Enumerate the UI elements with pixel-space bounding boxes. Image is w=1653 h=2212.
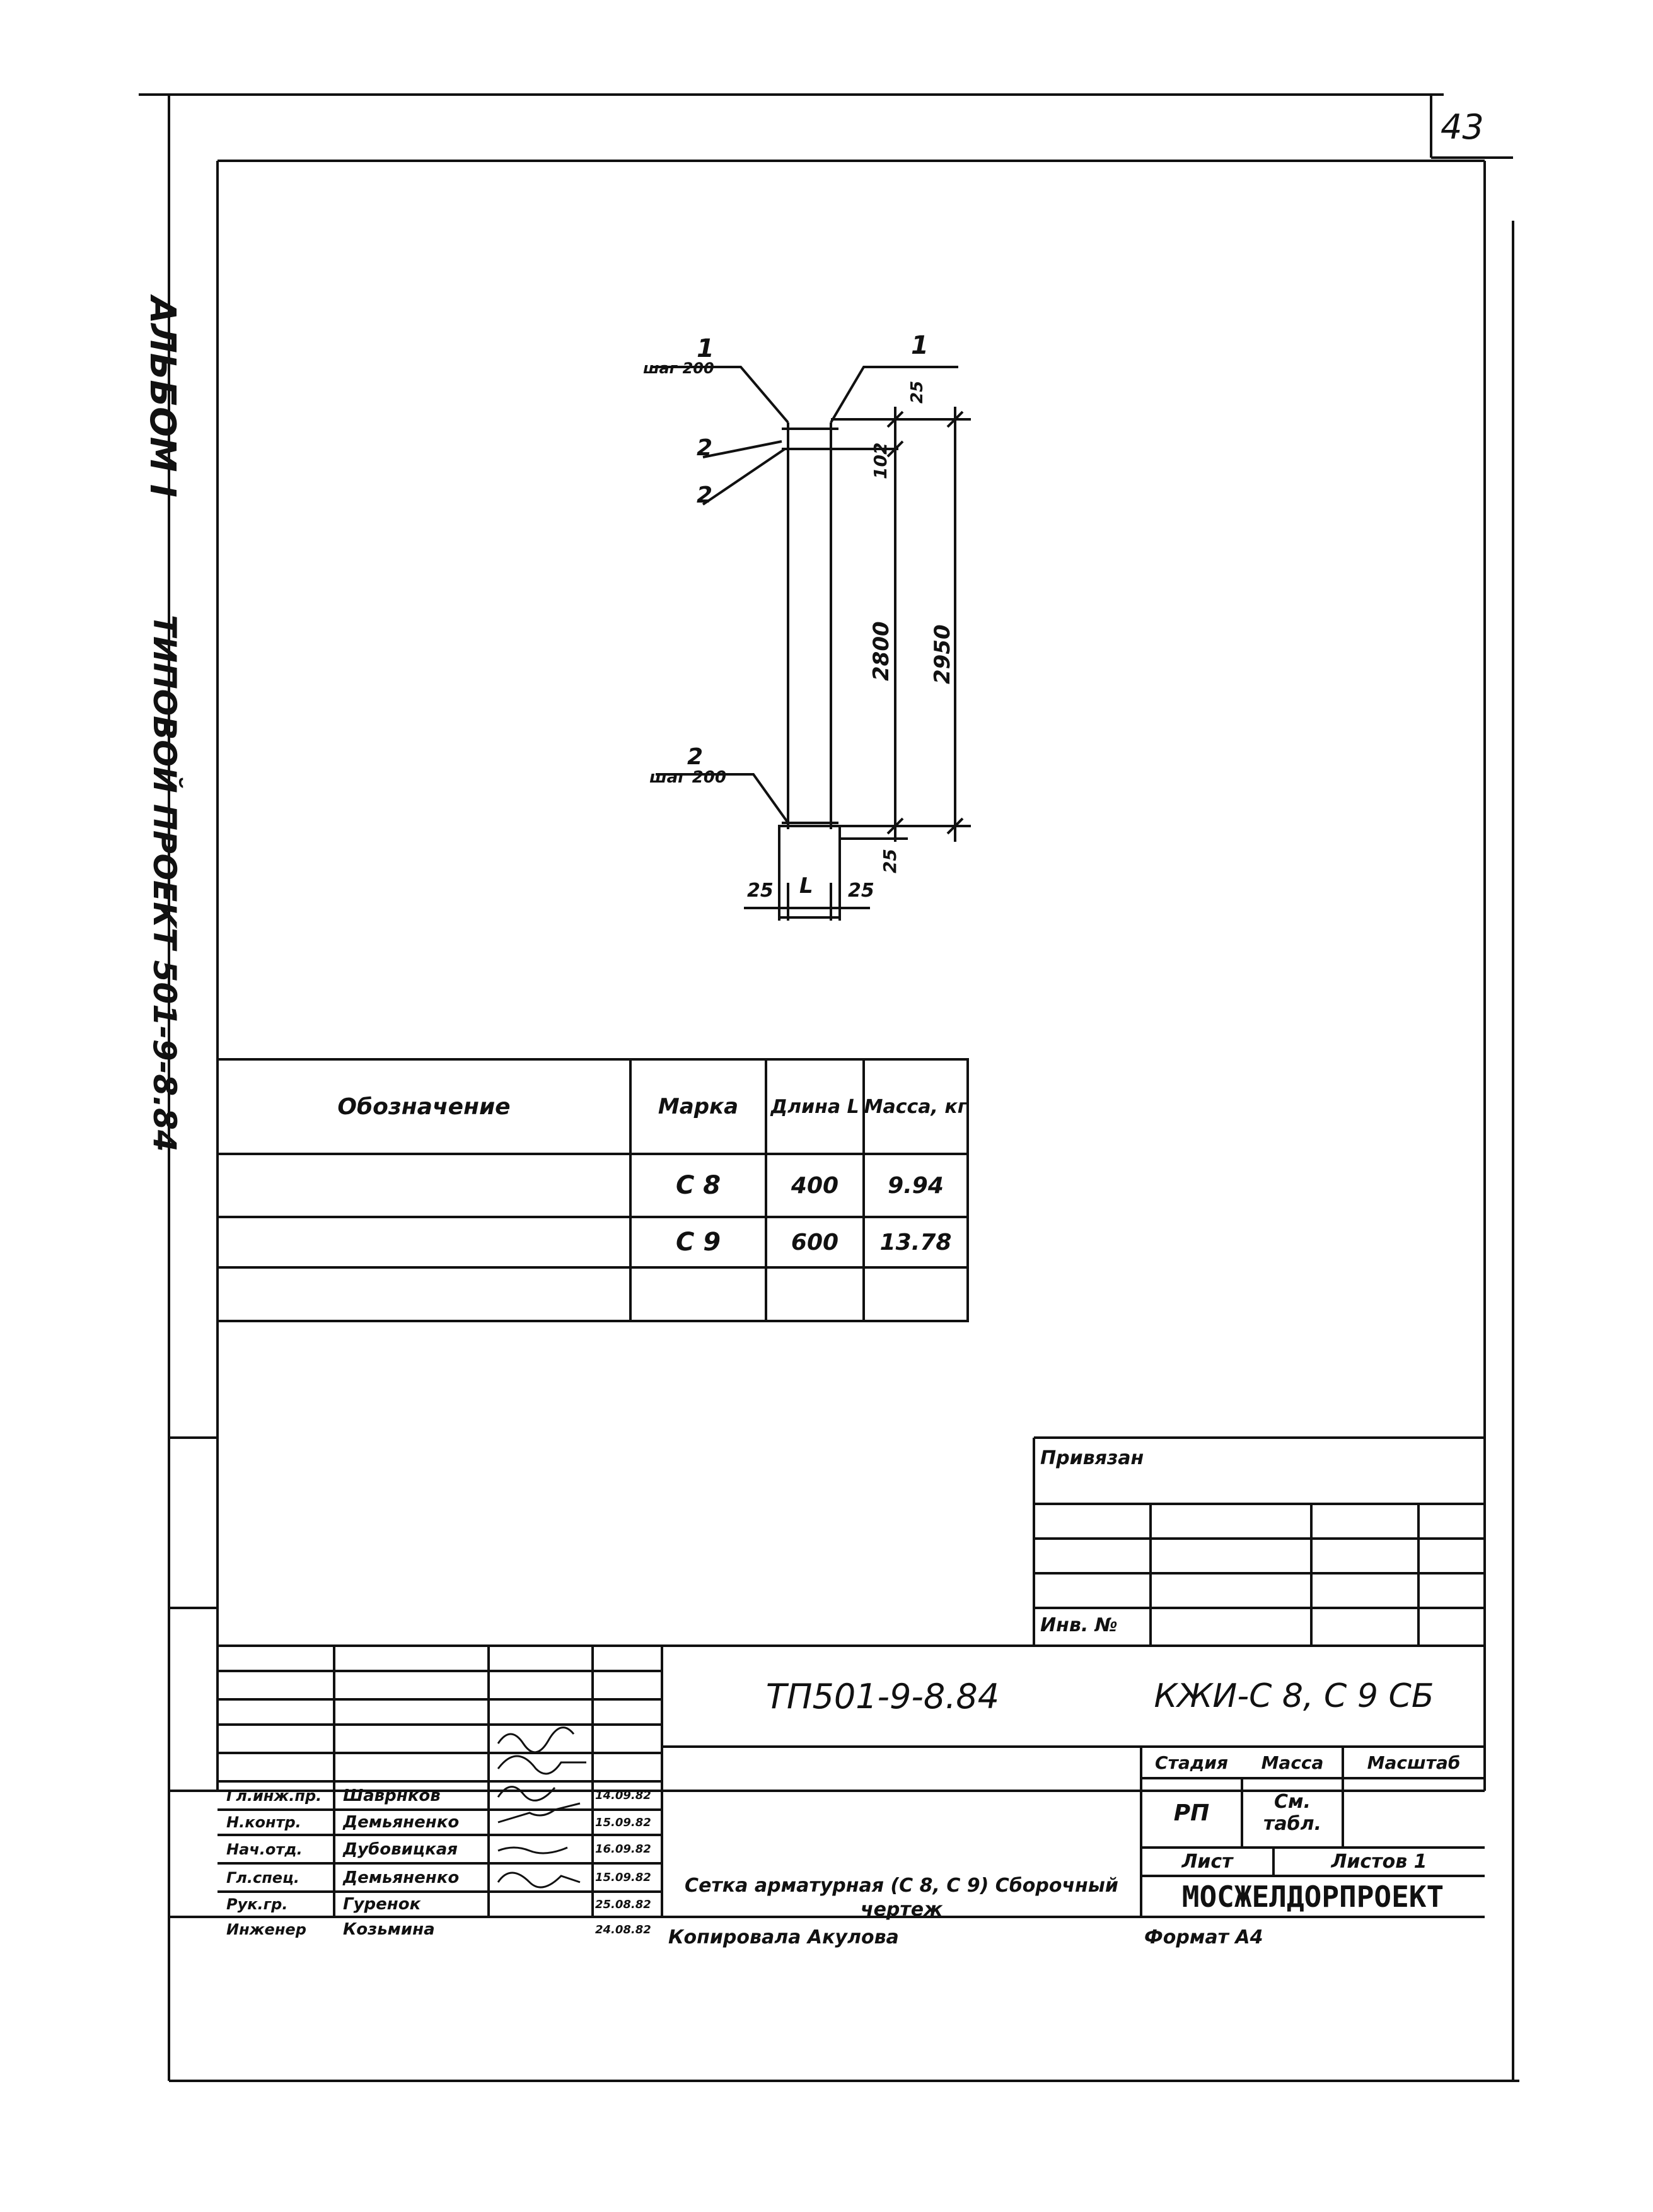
signer-role: Гл.инж.пр. (226, 1786, 322, 1805)
binding-title: Привязан (1040, 1447, 1144, 1469)
signer-name: Шаврнков (343, 1786, 441, 1805)
callout-top-right-mark: 1 (911, 331, 929, 360)
callout-mid-mark-b: 2 (697, 482, 713, 508)
project-label: ТИПОВОЙ ПРОЕКТ 501-9-8.84 (146, 615, 183, 1152)
callout-top-left-mark: 1 (697, 334, 714, 363)
signer-date: 24.08.82 (595, 1923, 651, 1936)
stage-value: РП (1173, 1800, 1210, 1826)
spec-header-mark: Марка (658, 1094, 739, 1119)
dim-102: 102 (870, 442, 891, 479)
copied-by: Копировала Акулова (668, 1926, 899, 1948)
signer-name: Гуренок (343, 1895, 421, 1914)
signer-date: 15.09.82 (595, 1871, 651, 1884)
page-number: 43 (1441, 107, 1484, 147)
scale-label: Масштаб (1367, 1752, 1461, 1773)
spec-row2-mass: 13.78 (879, 1229, 952, 1255)
signer-role: Нач.отд. (226, 1840, 303, 1858)
mass-label: Масса (1261, 1752, 1324, 1773)
dim-top-small: 25 (908, 380, 927, 404)
mesh-drawing (652, 366, 971, 921)
organization: МОСЖЕЛДОРПРОЕКТ (1181, 1879, 1444, 1914)
album-label: АЛЬБОМ I (142, 296, 183, 498)
callout-mid-mark-a: 2 (697, 435, 713, 461)
spec-row1-mark: С 8 (675, 1171, 721, 1200)
callout-bottom-step: шаг 200 (649, 768, 727, 787)
mass-value: См. табл. (1263, 1791, 1321, 1835)
signer-date: 16.09.82 (595, 1842, 651, 1856)
signatures (497, 1726, 586, 1889)
stage-label: Стадия (1155, 1752, 1228, 1773)
signer-role: Гл.спец. (226, 1868, 299, 1887)
dim-bottom-25: 25 (879, 849, 900, 873)
doc-code: ТП501-9-8.84 (765, 1676, 1000, 1716)
dim-bottom-right-25: 25 (848, 880, 874, 902)
sheet-code: КЖИ-С 8, С 9 СБ (1154, 1677, 1434, 1715)
spec-header-designation: Обозначение (337, 1093, 511, 1120)
dim-bottom-L: L (799, 873, 813, 899)
signer-name: Демьяненко (343, 1813, 460, 1832)
sheets-label: Листов 1 (1331, 1851, 1427, 1873)
spec-row2-length: 600 (791, 1229, 839, 1255)
sheet-label: Лист (1181, 1851, 1233, 1873)
dim-2800: 2800 (869, 621, 894, 681)
inv-label: Инв. № (1040, 1614, 1118, 1636)
signer-date: 14.09.82 (595, 1789, 651, 1802)
callout-bottom-mark: 2 (687, 744, 704, 770)
signer-date: 15.09.82 (595, 1815, 651, 1829)
signer-name: Демьяненко (343, 1868, 460, 1887)
signer-role: Н.контр. (226, 1813, 301, 1831)
signer-role: Рук.гр. (226, 1895, 288, 1913)
dim-bottom-left-25: 25 (747, 880, 774, 902)
drawing-title: Сетка арматурная (С 8, С 9) Сборочный че… (685, 1875, 1118, 1921)
signer-role: Инженер (226, 1921, 306, 1938)
callout-top-left-step: шаг 200 (643, 359, 714, 377)
spec-header-length: Длина L (770, 1095, 859, 1118)
signer-name: Дубовицкая (343, 1839, 458, 1859)
spec-row1-length: 400 (791, 1172, 839, 1199)
spec-row1-mass: 9.94 (888, 1172, 944, 1199)
format-label: Формат А4 (1144, 1926, 1263, 1948)
spec-row2-mark: С 9 (675, 1228, 721, 1257)
signer-date: 25.08.82 (595, 1897, 651, 1911)
signer-name: Козьмина (343, 1920, 435, 1939)
spec-header-mass: Масса, кг (864, 1095, 968, 1118)
dim-2950: 2950 (930, 624, 955, 684)
